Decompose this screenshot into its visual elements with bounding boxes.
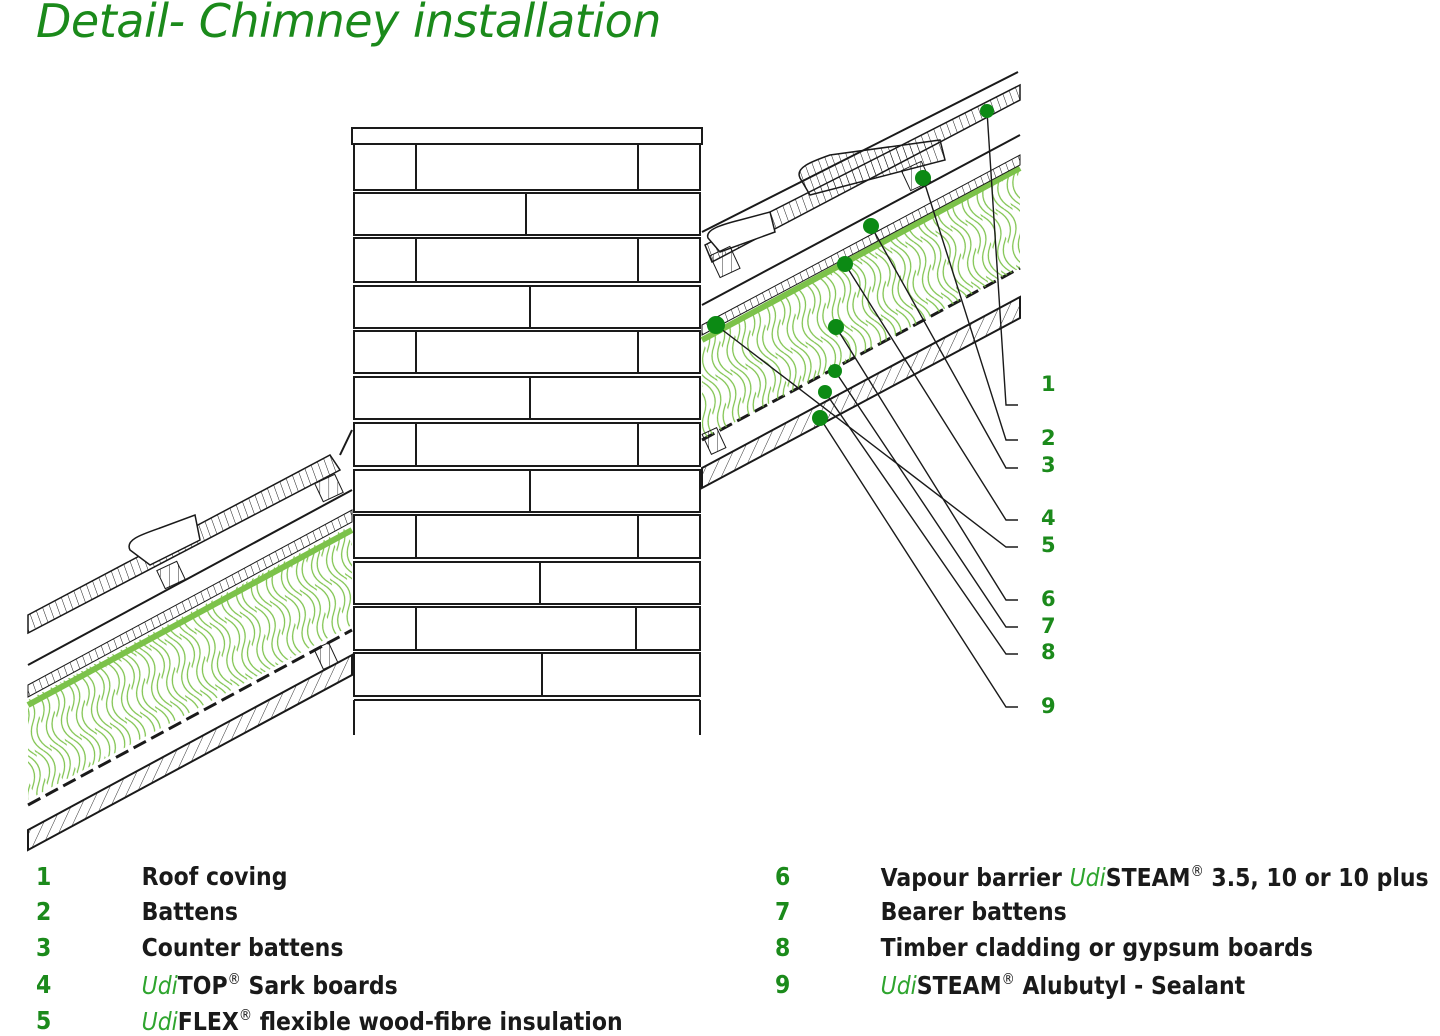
product-name: STEAM bbox=[916, 971, 1002, 1000]
registered-mark: ® bbox=[1190, 862, 1204, 880]
callout-3: 3 bbox=[1041, 453, 1056, 477]
chimney-detail-drawing bbox=[26, 71, 1022, 852]
marker-9 bbox=[812, 410, 828, 426]
marker-8 bbox=[818, 385, 832, 399]
legend-item-7: 7 Bearer battens bbox=[775, 897, 1067, 926]
legend-text: 3.5, 10 or 10 plus bbox=[1203, 863, 1429, 892]
marker-2 bbox=[915, 170, 931, 186]
legend-num: 6 bbox=[775, 862, 791, 891]
legend-item-5: 5 UdiFLEX® flexible wood-fibre insulatio… bbox=[36, 1006, 623, 1036]
registered-mark: ® bbox=[1001, 970, 1015, 988]
legend-item-3: 3 Counter battens bbox=[36, 933, 343, 962]
marker-7 bbox=[828, 364, 842, 378]
callout-2: 2 bbox=[1041, 426, 1056, 450]
brand-udi: Udi bbox=[1069, 863, 1106, 892]
marker-3 bbox=[863, 218, 879, 234]
marker-1 bbox=[980, 104, 994, 118]
legend-item-4: 4 UdiTOP® Sark boards bbox=[36, 970, 398, 1000]
legend-text: Sark boards bbox=[240, 971, 398, 1000]
legend-item-1: 1 Roof coving bbox=[36, 862, 287, 891]
legend-text: flexible wood-fibre insulation bbox=[252, 1007, 623, 1036]
marker-5 bbox=[707, 316, 725, 334]
legend-prefix: Vapour barrier bbox=[880, 863, 1070, 892]
legend-text: Battens bbox=[141, 897, 238, 926]
legend-num: 7 bbox=[775, 897, 791, 926]
legend-item-9: 9 UdiSTEAM® Alubutyl - Sealant bbox=[775, 970, 1245, 1000]
legend-item-2: 2 Battens bbox=[36, 897, 238, 926]
left-roof-section bbox=[26, 429, 354, 852]
leader-lines bbox=[715, 110, 1018, 708]
legend-num: 8 bbox=[775, 933, 791, 962]
legend-item-8: 8 Timber cladding or gypsum boards bbox=[775, 933, 1313, 962]
registered-mark: ® bbox=[238, 1006, 253, 1024]
product-name: FLEX bbox=[177, 1007, 239, 1036]
callout-markers bbox=[707, 104, 994, 426]
page-title: Detail- Chimney installation bbox=[36, 0, 661, 48]
chimney bbox=[351, 127, 703, 735]
legend-text: Bearer battens bbox=[880, 897, 1067, 926]
callout-4: 4 bbox=[1041, 506, 1056, 530]
product-name: STEAM bbox=[1105, 863, 1191, 892]
brand-udi: Udi bbox=[880, 971, 917, 1000]
legend-text: Alubutyl - Sealant bbox=[1014, 971, 1246, 1000]
callout-1: 1 bbox=[1041, 372, 1056, 396]
legend-num: 3 bbox=[36, 933, 52, 962]
callout-5: 5 bbox=[1041, 533, 1056, 557]
legend-num: 4 bbox=[36, 970, 52, 999]
callout-6: 6 bbox=[1041, 587, 1056, 611]
legend-item-6: 6 Vapour barrier UdiSTEAM® 3.5, 10 or 10… bbox=[775, 862, 1429, 892]
marker-4 bbox=[837, 256, 853, 272]
right-roof-section bbox=[700, 71, 1022, 490]
legend-text: Timber cladding or gypsum boards bbox=[880, 933, 1313, 962]
legend-num: 2 bbox=[36, 897, 52, 926]
brand-udi: Udi bbox=[141, 1007, 178, 1036]
legend-text: Counter battens bbox=[141, 933, 344, 962]
marker-6 bbox=[828, 319, 844, 335]
legend-num: 5 bbox=[36, 1006, 52, 1035]
callout-8: 8 bbox=[1041, 640, 1056, 664]
callout-9: 9 bbox=[1041, 694, 1056, 718]
callout-7: 7 bbox=[1041, 614, 1056, 638]
product-name: TOP bbox=[177, 971, 228, 1000]
brand-udi: Udi bbox=[141, 971, 178, 1000]
registered-mark: ® bbox=[227, 970, 241, 988]
legend-num: 1 bbox=[36, 862, 52, 891]
legend-num: 9 bbox=[775, 970, 791, 999]
legend-text: Roof coving bbox=[141, 862, 288, 891]
